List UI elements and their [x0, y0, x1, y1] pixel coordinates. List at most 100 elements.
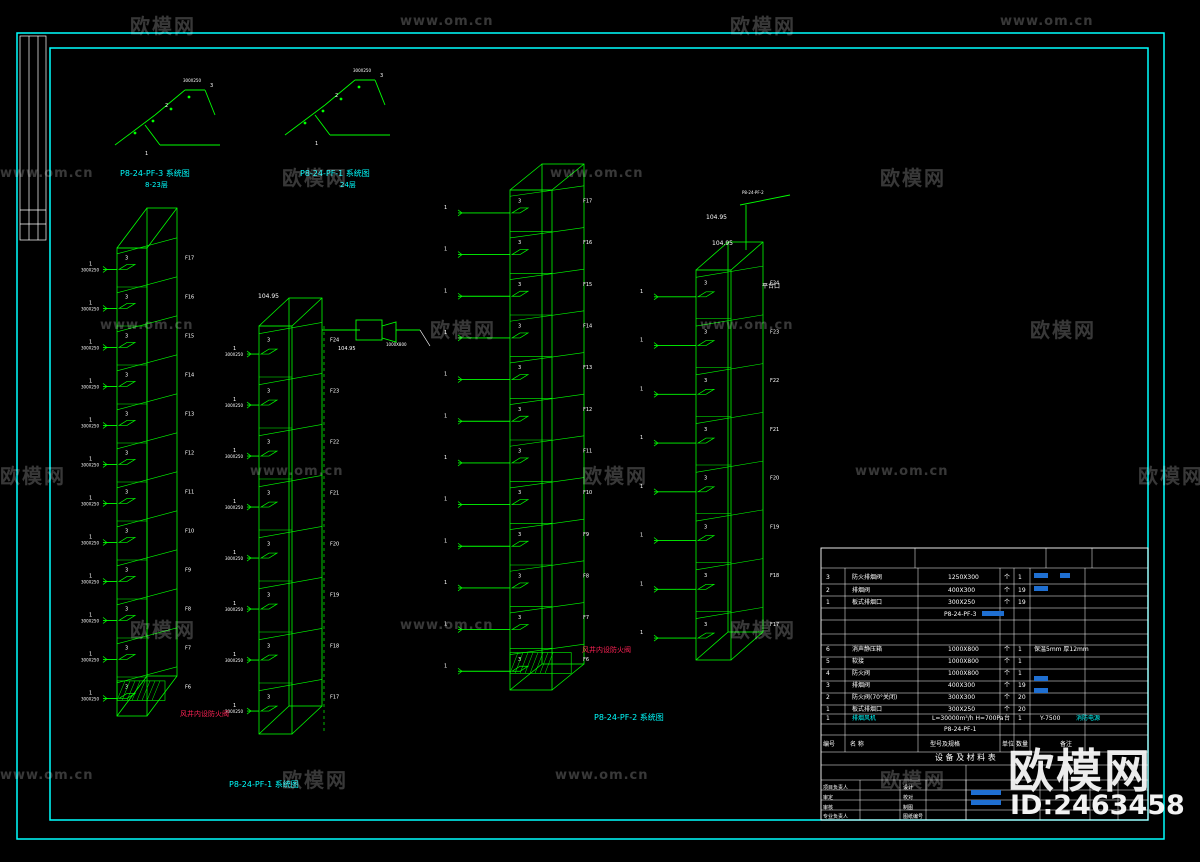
- branch-zigzag: [653, 634, 659, 642]
- size-label: 300X250: [225, 454, 243, 459]
- group2-row-2-no: 2: [826, 694, 830, 701]
- floor-label: F16: [583, 240, 592, 246]
- floor-slab: [258, 424, 323, 436]
- group2-row-6-remark: 保温5mm 厚12mm: [1034, 645, 1089, 653]
- floor-label: F7: [583, 615, 589, 621]
- title-block-r4c4: 图纸编号: [903, 813, 923, 820]
- shaft-edge: [258, 705, 290, 735]
- item-number: 1: [444, 330, 447, 336]
- floor-label: F17: [770, 622, 779, 628]
- group2-row-5-no: 5: [826, 658, 830, 665]
- group2-row-6-qty: 1: [1018, 646, 1022, 653]
- hatch-line: [534, 652, 544, 674]
- branch-zigzag: [246, 656, 252, 664]
- hatch-line: [131, 680, 141, 701]
- shaft-edge: [695, 631, 729, 661]
- floor-slab: [509, 560, 585, 572]
- damper-symbol: [510, 332, 530, 339]
- group1-row-3-unit: 个: [1004, 574, 1010, 581]
- damper-symbol: [117, 576, 137, 582]
- binding-strip: [19, 35, 47, 241]
- floor-label: F9: [185, 568, 191, 574]
- floor-label: F12: [583, 407, 592, 413]
- floor-slab: [258, 628, 323, 640]
- floor-label: F17: [185, 256, 194, 262]
- riser-a-caption: P8-24-PF-3 系统图: [120, 168, 190, 178]
- riser-a: F1731300X250F1631300X250F1531300X250F143…: [81, 207, 194, 717]
- floor-label: F23: [330, 388, 339, 394]
- damper-symbol: [259, 705, 279, 712]
- item-number: 1: [640, 630, 643, 636]
- highlight-cell: [1034, 573, 1048, 578]
- group2-row-4-no: 4: [826, 670, 830, 677]
- item-number: 3: [704, 476, 707, 482]
- floor-slab: [116, 237, 178, 255]
- group2-row-3-spec: 400X300: [948, 682, 975, 689]
- damper-symbol: [117, 420, 137, 426]
- branch-zigzag: [457, 542, 463, 550]
- floor-slab: [695, 412, 764, 424]
- group1-row-1-qty: 19: [1018, 599, 1026, 606]
- size-label: 300X250: [225, 607, 243, 612]
- group2-row-6-name: 消声静压箱: [852, 645, 882, 653]
- item-number: 3: [267, 388, 270, 394]
- item-number: 3: [704, 281, 707, 287]
- item-number: 1: [444, 622, 447, 628]
- item-number: 3: [518, 657, 521, 663]
- floor-label: F11: [185, 490, 194, 496]
- item-number: 1: [233, 550, 236, 556]
- iso-duct: [374, 79, 386, 106]
- shaft-edge: [116, 675, 148, 717]
- item-number: 1: [233, 601, 236, 607]
- item-number: 3: [125, 451, 128, 457]
- floor-label: F12: [185, 451, 194, 457]
- iso-duct: [114, 114, 156, 146]
- damper-symbol: [510, 457, 530, 464]
- item-number: 3: [518, 240, 521, 246]
- fitting-dot: [321, 109, 325, 113]
- floor-label: F23: [770, 329, 779, 335]
- size-label: 300X250: [353, 68, 371, 73]
- item-number: 1: [315, 141, 318, 147]
- item-number: 3: [267, 694, 270, 700]
- item-number: 1: [233, 652, 236, 658]
- group2-row-1-qty: 20: [1018, 706, 1026, 713]
- group1-row-1-spec: 300X250: [948, 599, 975, 606]
- item-number: 3: [267, 490, 270, 496]
- floor-label: F17: [583, 199, 592, 205]
- size-label: 300X250: [81, 267, 99, 272]
- hatch-line: [136, 680, 146, 701]
- item-number: 3: [704, 329, 707, 335]
- item-number: 3: [125, 568, 128, 574]
- riser-b-bottom-caption: P8-24-PF-1 系统图: [229, 779, 299, 789]
- floor-label: F24: [770, 281, 779, 287]
- group2-row-1-name: 板式排烟口: [852, 705, 882, 713]
- item-number: 1: [89, 261, 92, 267]
- floor-slab: [258, 577, 323, 589]
- item-number: 3: [704, 622, 707, 628]
- damper-symbol: [510, 249, 530, 255]
- group2-row-3-no: 3: [826, 682, 830, 689]
- branch-zigzag: [653, 342, 659, 349]
- fan-row-name: 排烟风机: [852, 714, 876, 722]
- damper-symbol: [510, 582, 530, 589]
- hatch-line: [529, 652, 539, 674]
- iso-duct: [204, 89, 216, 116]
- floor-label: F24: [330, 337, 339, 343]
- item-number: 1: [145, 151, 148, 157]
- floor-label: F15: [185, 334, 194, 340]
- hatch-line: [509, 652, 519, 674]
- shaft-edge: [551, 163, 585, 191]
- shaft-edge: [551, 663, 585, 691]
- floor-slab: [509, 477, 585, 489]
- highlight-cell: [1034, 676, 1048, 681]
- equipment-table-grid: [820, 547, 1149, 821]
- item-number: 1: [444, 663, 447, 669]
- group2-row-5-spec: 1000X800: [948, 658, 979, 665]
- size-label: 300X250: [225, 709, 243, 714]
- branch-zigzag: [102, 383, 108, 390]
- floor-slab: [509, 227, 585, 239]
- floor-slab: [695, 607, 764, 619]
